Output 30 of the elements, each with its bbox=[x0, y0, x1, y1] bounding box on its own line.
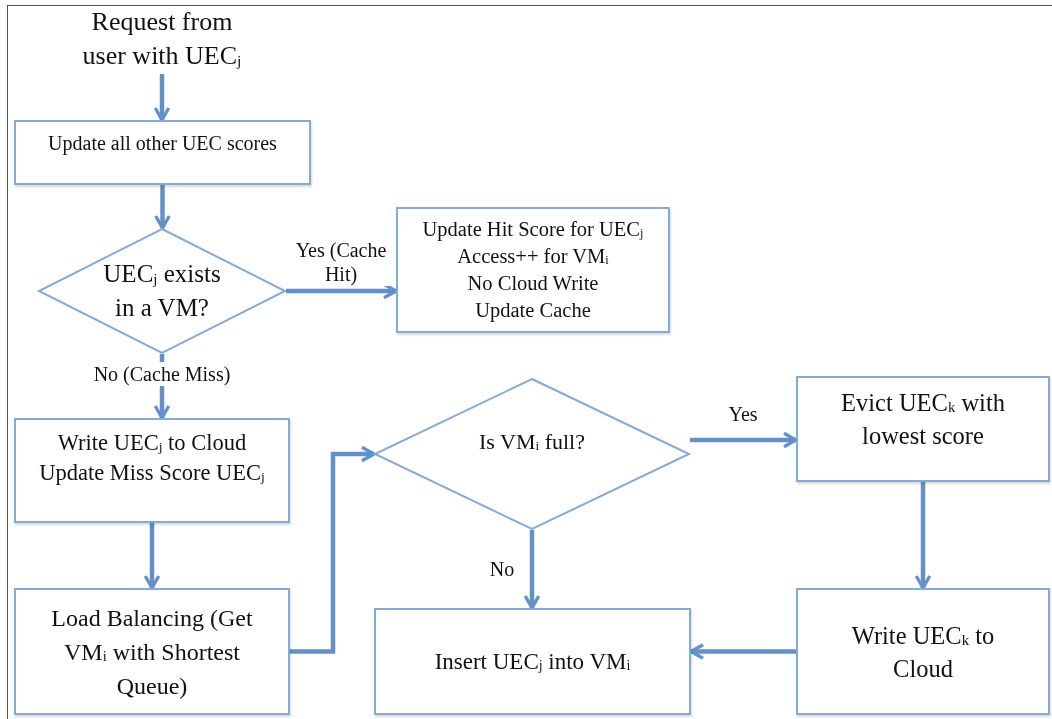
arrow bbox=[523, 530, 541, 610]
decision-diamond bbox=[38, 228, 286, 354]
process-box bbox=[14, 120, 311, 185]
node-text: Load Balancing (Get VM$_{i}$ with Shortest Queue) bbox=[50, 603, 254, 701]
edge-label: No (Cache Miss) bbox=[91, 362, 233, 386]
node-text: Write UEC$_{k}$ to Cloud bbox=[850, 620, 996, 684]
process-box bbox=[14, 418, 290, 523]
node-text: Access++ for VM$_{i}$ bbox=[457, 244, 609, 270]
node-text: Update Hit Score for UEC$_{j}$ bbox=[422, 217, 644, 243]
process-box bbox=[396, 207, 670, 333]
node-text: Update Cache bbox=[475, 298, 591, 324]
arrow bbox=[143, 523, 161, 590]
arrow bbox=[690, 431, 798, 449]
node-text: Evict UEC$_{k}$ with lowest score bbox=[840, 388, 1006, 451]
decision-diamond bbox=[374, 378, 690, 530]
arrow bbox=[290, 445, 376, 654]
node-text: UEC$_{j}$ exists in a VM? bbox=[102, 259, 222, 323]
node-text: Insert UEC$_{j}$ into VM$_{i}$ bbox=[434, 648, 631, 676]
node-text: Write UEC$_{j}$ to Cloud bbox=[57, 429, 247, 457]
process-box bbox=[796, 588, 1050, 715]
node-text: No Cloud Write bbox=[467, 271, 599, 296]
arrow bbox=[154, 185, 171, 230]
node-text: Update all other UEC scores bbox=[48, 131, 277, 157]
process-box bbox=[374, 608, 691, 715]
arrow bbox=[153, 74, 171, 122]
node-text: Is VM$_{i}$ full? bbox=[479, 428, 585, 456]
arrow bbox=[914, 482, 932, 590]
process-box bbox=[14, 588, 290, 715]
process-box bbox=[796, 376, 1050, 482]
node-text: Update Miss Score UEC$_{j}$ bbox=[39, 459, 265, 487]
